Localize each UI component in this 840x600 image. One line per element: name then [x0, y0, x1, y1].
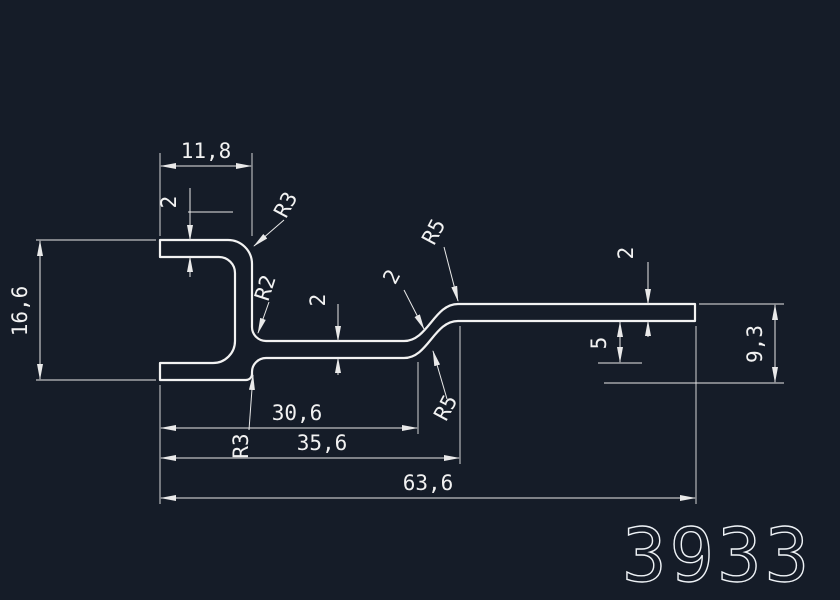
dim-label-top-arm-thickness: 2 — [157, 196, 181, 209]
dim-label-len-to-bend-end: 35,6 — [297, 431, 348, 455]
dim-label-len-to-bend: 30,6 — [272, 401, 323, 425]
dim-right-strip-thickness: 2 — [614, 247, 651, 337]
label-r-top-outer: R3 — [253, 188, 302, 247]
dim-label-overall-length: 63,6 — [403, 471, 454, 495]
label-r-step: R3 — [229, 374, 255, 459]
dim-label-r-step: R3 — [229, 433, 253, 458]
dim-label-mid-strip-thickness: 2 — [306, 294, 330, 307]
dim-label-r-web-inner: R2 — [250, 272, 281, 303]
dim-label-top-width: 11,8 — [181, 139, 232, 163]
dim-label-r-top-outer: R3 — [269, 188, 302, 222]
dim-label-r-bend-bottom: R5 — [429, 391, 462, 425]
profile-outline — [158, 238, 697, 382]
dim-overall-height: 16,6 — [8, 239, 156, 381]
dim-label-step-height: 5 — [587, 337, 611, 350]
dim-mid-strip-thickness: 2 — [306, 294, 341, 375]
label-r-bend-top: R5 — [417, 215, 459, 302]
label-r-bend-bottom: R5 — [429, 350, 462, 425]
label-r-web-inner: R2 — [250, 272, 281, 334]
dim-len-to-bend: 30,6 — [160, 362, 419, 434]
dim-top-width: 11,8 — [159, 139, 253, 236]
dim-overall-length: 63,6 — [160, 326, 697, 504]
dim-label-incline-thickness: 2 — [378, 265, 405, 287]
dim-label-overall-height: 16,6 — [8, 286, 32, 337]
label-incline-thickness: 2 — [378, 265, 425, 330]
dim-right-end-height: 9,3 — [604, 303, 784, 384]
dim-top-arm-thickness: 2 — [157, 188, 233, 277]
dim-label-r-bend-top: R5 — [417, 215, 450, 249]
dim-step-height: 5 — [587, 321, 642, 364]
drawing-number: 3933 — [622, 513, 812, 599]
dim-len-to-bend-end: 35,6 — [160, 326, 461, 464]
dim-label-right-strip-thickness: 2 — [614, 247, 638, 260]
dim-label-right-end-height: 9,3 — [743, 325, 767, 363]
